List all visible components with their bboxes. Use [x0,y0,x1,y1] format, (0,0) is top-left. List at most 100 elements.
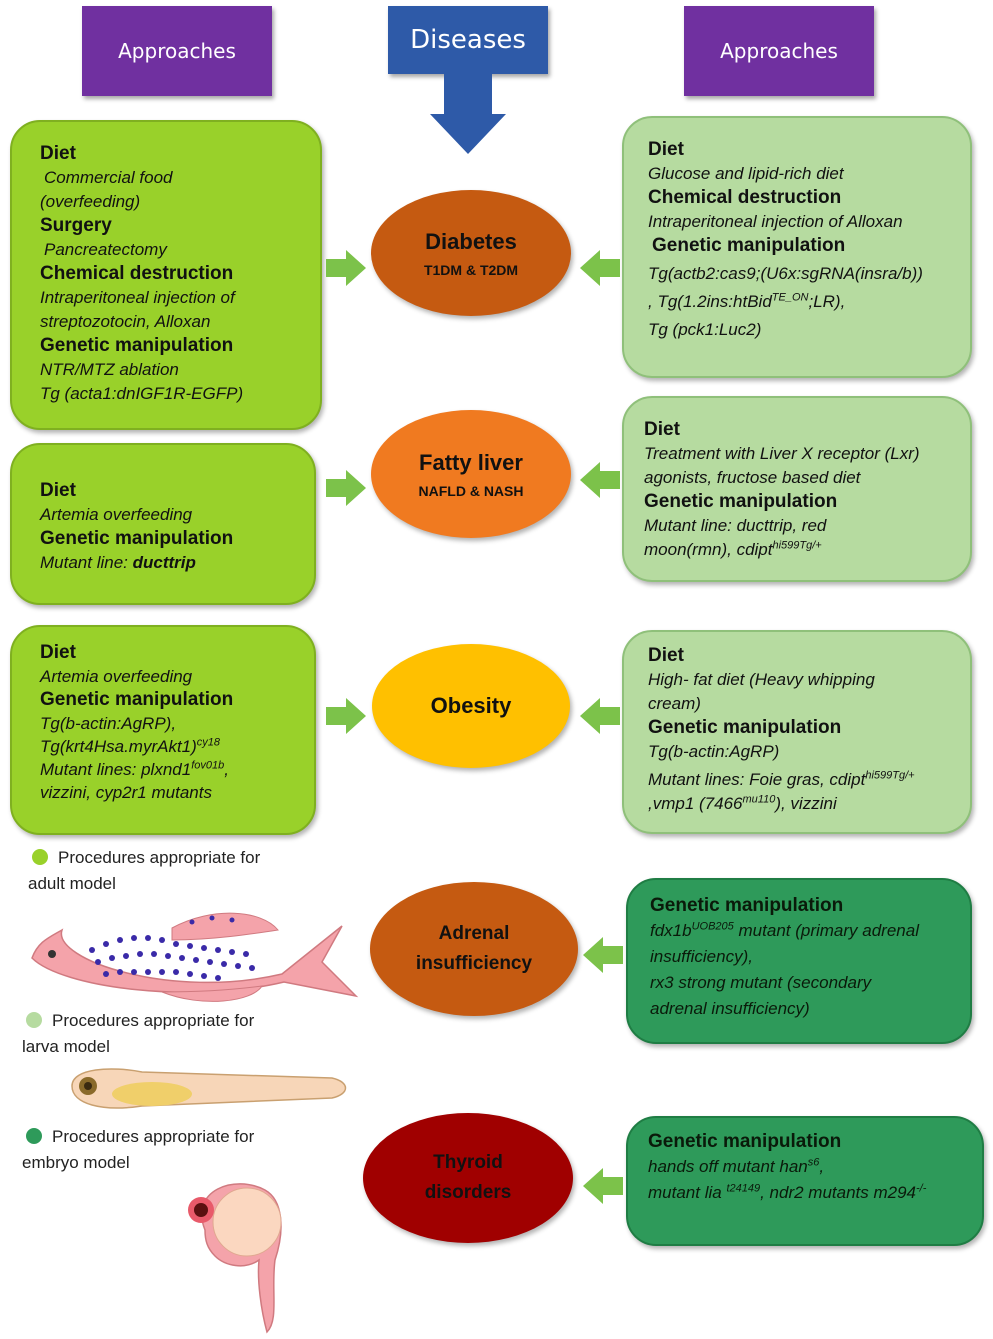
legend-adult-text: adult model [28,874,116,893]
arrow-right-icon [326,470,366,506]
right-diabetes-sup: TE_ON [771,291,809,304]
disease-fatty-sub: NAFLD & NASH [418,483,524,499]
approaches-header-left-label: Approaches [118,39,236,63]
right-obesity-text: Mutant lines: Foie gras, cdipt [648,770,866,789]
right-box-thyroid: Genetic manipulation hands off mutant ha… [626,1116,984,1246]
diseases-header-label: Diseases [410,25,526,55]
right-diabetes-heading-diet: Diet [648,139,684,160]
right-fatty-text: Mutant line: ducttrip, red [644,516,827,535]
diseases-down-arrow-icon [430,74,506,154]
left-obesity-text: Mutant lines: plxnd1 [40,760,192,779]
right-obesity-text: ), vizzini [775,794,837,813]
right-thyroid-heading-genetic: Genetic manipulation [648,1131,842,1152]
right-thyroid-text: , ndr2 mutants m294 [760,1183,917,1202]
disease-obesity-name: Obesity [430,693,512,718]
left-obesity-heading-diet: Diet [40,642,76,663]
arrow-left-icon [580,462,620,498]
left-diabetes-heading-genetic: Genetic manipulation [40,335,234,356]
legend-larva-dot-icon [26,1012,42,1028]
right-thyroid-sup: t24149 [726,1182,761,1195]
disease-fatty-name: Fatty liver [419,450,523,475]
right-adrenal-text: insufficiency), [650,947,753,966]
right-adrenal-text: mutant (primary adrenal [733,921,919,940]
right-obesity-heading-diet: Diet [648,645,684,666]
left-diabetes-text: (overfeeding) [40,192,141,211]
right-obesity-text: cream) [648,694,701,713]
approaches-header-right-label: Approaches [720,39,838,63]
right-thyroid-sup: s6 [807,1156,820,1169]
arrow-right-icon [326,698,366,734]
right-adrenal-heading-genetic: Genetic manipulation [650,895,844,916]
legend-adult: Procedures appropriate for adult model [28,845,260,897]
right-fatty-text: moon(rmn), cdipt [644,540,773,559]
right-box-obesity: Diet High- fat diet (Heavy whipping crea… [622,630,972,834]
legend-larva: Procedures appropriate for larva model [22,1008,255,1060]
right-adrenal-sup: UOB205 [691,920,734,933]
left-obesity-text: , [224,760,229,779]
arrow-left-icon [580,698,620,734]
right-diabetes-heading-chemical: Chemical destruction [648,187,842,208]
right-adrenal-text: rx3 strong mutant (secondary [650,973,872,992]
left-diabetes-heading-surgery: Surgery [40,215,112,236]
left-obesity-heading-genetic: Genetic manipulation [40,689,234,710]
legend-larva-text: larva model [22,1037,110,1056]
left-diabetes-heading-diet: Diet [40,143,76,164]
left-obesity-text: Tg(krt4Hsa.myrAkt1) [40,737,197,756]
right-adrenal-text: fdx1b [650,921,692,940]
legend-larva-text: Procedures appropriate for [52,1011,255,1030]
right-diabetes-text: Tg (pck1:Luc2) [648,320,762,339]
left-diabetes-text: NTR/MTZ ablation [40,360,179,379]
disease-diabetes-name: Diabetes [425,229,517,254]
right-diabetes-text: Tg(actb2:cas9;(U6x:sgRNA(insra/b)) [648,264,923,283]
left-obesity-sup: fov01b [191,759,225,772]
left-diabetes-text: Tg (acta1:dnIGF1R-EGFP) [40,384,244,403]
right-box-diabetes: Diet Glucose and lipid-rich diet Chemica… [622,116,972,378]
left-fatty-text: Mutant line: [40,553,133,572]
left-obesity-sup: cy18 [196,736,221,749]
disease-adrenal-name2: insufficiency [415,953,533,974]
disease-adrenal: Adrenal insufficiency [370,882,578,1016]
right-fatty-heading-diet: Diet [644,419,680,440]
left-diabetes-heading-chemical: Chemical destruction [40,263,234,284]
arrow-left-icon [580,250,620,286]
right-thyroid-text: mutant lia [648,1183,727,1202]
right-fatty-text: agonists, fructose based diet [644,468,861,487]
disease-adrenal-name: Adrenal [438,923,510,944]
approaches-header-right: Approaches [684,6,874,96]
disease-obesity: Obesity [372,644,570,768]
right-box-fatty-liver: Diet Treatment with Liver X receptor (Lx… [622,396,972,582]
right-adrenal-text: adrenal insufficiency) [650,999,810,1018]
legend-embryo: Procedures appropriate for embryo model [22,1124,255,1176]
right-obesity-text: Tg(b-actin:AgRP) [648,742,780,761]
legend-embryo-dot-icon [26,1128,42,1144]
left-obesity-text: vizzini, cyp2r1 mutants [40,783,212,802]
approaches-header-left: Approaches [82,6,272,96]
arrow-left-icon [583,1168,623,1204]
right-thyroid-text: hands off mutant han [648,1157,808,1176]
right-diabetes-heading-genetic: Genetic manipulation [652,235,846,256]
left-obesity-text: Tg(b-actin:AgRP), [40,714,177,733]
right-diabetes-text: Intraperitoneal injection of Alloxan [648,212,903,231]
legend-embryo-text: Procedures appropriate for [52,1127,255,1146]
left-diabetes-text: Intraperitoneal injection of [40,288,235,307]
right-obesity-text: High- fat diet (Heavy whipping [648,670,875,689]
right-fatty-sup: hi599Tg/+ [772,539,822,552]
right-obesity-sup: hi599Tg/+ [865,769,915,782]
right-box-adrenal: Genetic manipulation fdx1bUOB205 mutant … [626,878,972,1044]
disease-thyroid-name: Thyroid [433,1152,503,1173]
left-fatty-heading-genetic: Genetic manipulation [40,528,234,549]
right-fatty-heading-genetic: Genetic manipulation [644,491,838,512]
left-box-diabetes: Diet Commercial food (overfeeding) Surge… [10,120,322,430]
right-diabetes-text: , Tg(1.2ins:htBid [648,292,772,311]
larva-zebrafish-icon [71,1068,347,1109]
disease-thyroid-name2: disorders [424,1182,512,1203]
diseases-header: Diseases [388,6,548,74]
left-fatty-text-bold: ducttrip [132,553,196,572]
disease-thyroid: Thyroid disorders [363,1113,573,1243]
right-thyroid-text: , [819,1157,825,1176]
right-diabetes-text: Glucose and lipid-rich diet [648,164,844,183]
right-obesity-text: ,vmp1 (7466 [648,794,743,813]
legend-embryo-text: embryo model [22,1153,130,1172]
disease-diabetes: Diabetes T1DM & T2DM [371,190,571,316]
left-fatty-heading-diet: Diet [40,480,76,501]
